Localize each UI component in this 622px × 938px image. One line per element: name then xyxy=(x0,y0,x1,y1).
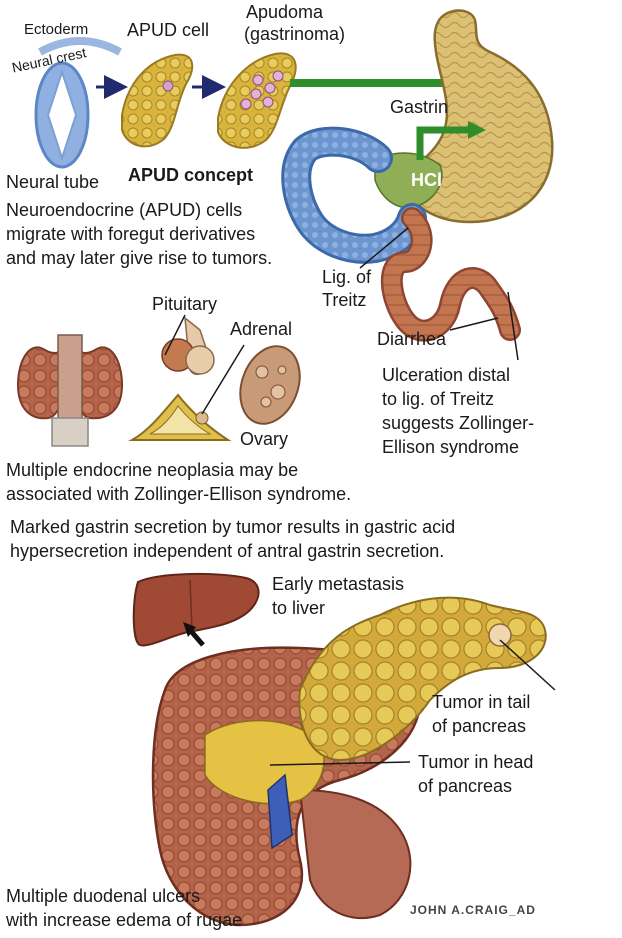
tumor-tail-label-line2: of pancreas xyxy=(432,714,526,738)
ulceration-text-line1: Ulceration distal xyxy=(382,363,510,387)
liver-label-line1: Early metastasis xyxy=(272,572,404,596)
tail-tumor xyxy=(489,624,511,646)
artist-signature: JOHN A.CRAIG_AD xyxy=(410,900,536,920)
apud-cell-label: APUD cell xyxy=(127,18,209,42)
ectoderm-label: Ectoderm xyxy=(24,20,88,40)
men-text-line2: associated with Zollinger-Ellison syndro… xyxy=(6,482,351,506)
diarrhea-label: Diarrhea xyxy=(377,327,446,351)
ulceration-text-line3: suggests Zollinger- xyxy=(382,411,534,435)
apudoma-label-line2: (gastrinoma) xyxy=(244,22,345,46)
gastrin-text-line1: Marked gastrin secretion by tumor result… xyxy=(10,515,455,539)
migration-text-line3: and may later give rise to tumors. xyxy=(6,246,272,270)
pituitary-label: Pituitary xyxy=(152,292,217,316)
ovary-figure xyxy=(230,338,310,432)
diarrhea-leader xyxy=(450,318,498,330)
apud-cell-pancreas-figure xyxy=(122,55,192,147)
ovary-label: Ovary xyxy=(240,427,288,451)
ulceration-text-line2: to lig. of Treitz xyxy=(382,387,494,411)
tumor-head-label-line1: Tumor in head xyxy=(418,750,533,774)
liver-label-line2: to liver xyxy=(272,596,325,620)
neural-tube-label: Neural tube xyxy=(6,170,99,194)
gastrin-label: Gastrin xyxy=(390,95,448,119)
ulceration-text-line4: Ellison syndrome xyxy=(382,435,519,459)
hcl-label: HCl xyxy=(411,168,442,192)
adrenal-figure xyxy=(132,395,228,440)
duodenal-text-line2: with increase edema of rugae xyxy=(6,908,242,932)
adrenal-label: Adrenal xyxy=(230,317,292,341)
migration-text-line2: migrate with foregut derivatives xyxy=(6,222,255,246)
treitz-label-line2: Treitz xyxy=(322,288,366,312)
apud-concept-label: APUD concept xyxy=(128,163,253,187)
treitz-label-line1: Lig. of xyxy=(322,265,371,289)
tumor-tail-label-line1: Tumor in tail xyxy=(432,690,530,714)
apudoma-pancreas-figure xyxy=(218,53,296,147)
apudoma-label-line1: Apudoma xyxy=(246,0,323,24)
duodenal-text-line1: Multiple duodenal ulcers xyxy=(6,884,200,908)
thyroid-figure xyxy=(18,335,122,446)
tumor-head-label-line2: of pancreas xyxy=(418,774,512,798)
men-text-line1: Multiple endocrine neoplasia may be xyxy=(6,458,298,482)
gastrin-text-line2: hypersecretion independent of antral gas… xyxy=(10,539,444,563)
migration-text-line1: Neuroendocrine (APUD) cells xyxy=(6,198,242,222)
